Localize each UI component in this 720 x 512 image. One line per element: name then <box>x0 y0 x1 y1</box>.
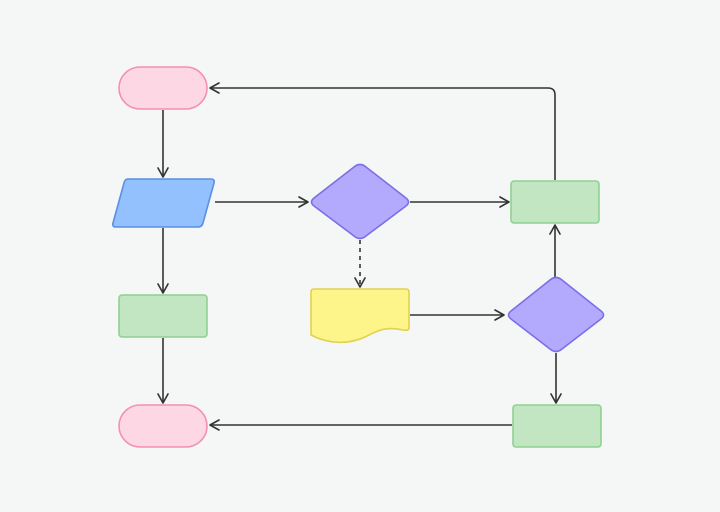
process-box-left[interactable] <box>118 294 208 338</box>
start-terminator[interactable] <box>118 66 208 110</box>
edge-process-top-right-to-start <box>209 82 556 180</box>
decision-diamond-1[interactable] <box>310 163 410 240</box>
decision-diamond-2[interactable] <box>507 276 605 353</box>
end-terminator[interactable] <box>118 404 208 448</box>
process-box-bottom-right[interactable] <box>512 404 602 448</box>
connectors <box>157 82 562 431</box>
document-shape[interactable] <box>310 288 410 344</box>
process-box-top-right[interactable] <box>510 180 600 224</box>
input-parallelogram[interactable] <box>112 178 215 228</box>
nodes <box>112 66 605 448</box>
